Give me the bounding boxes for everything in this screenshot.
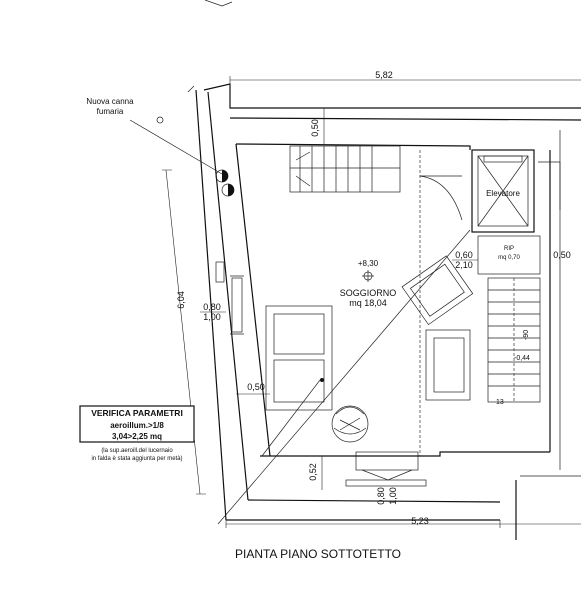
height-value: +8,30 bbox=[358, 259, 379, 268]
left-offset-dim: 0,50 bbox=[247, 382, 265, 392]
room-area: mq 18,04 bbox=[349, 298, 387, 308]
chimney-label-2: fumaria bbox=[97, 107, 124, 116]
right-stair: 13 -0,44 -90 bbox=[487, 277, 541, 406]
elevator: Elevatore bbox=[471, 149, 535, 233]
west-window-height: 1,00 bbox=[203, 312, 221, 322]
sofa-left bbox=[265, 305, 333, 411]
east-window-height: 2,10 bbox=[455, 260, 473, 270]
west-window-width: 0,80 bbox=[203, 302, 221, 312]
corner-tick bbox=[187, 85, 195, 93]
sofa-right bbox=[425, 329, 471, 401]
east-window-width: 0,60 bbox=[455, 250, 473, 260]
closet-label: RIP bbox=[504, 246, 514, 252]
verification-line-1: aeroillum.>1/8 bbox=[110, 421, 164, 430]
stair-offset-a: -90 bbox=[523, 330, 530, 340]
verification-box: VERIFICA PARAMETRI aeroillum.>1/8 3,04>2… bbox=[79, 405, 195, 443]
south-wall-inner bbox=[247, 499, 501, 503]
skylight bbox=[345, 451, 427, 487]
verification-note-2: in falda è stata aggiunta per metà) bbox=[91, 456, 182, 462]
top-width-dim-line bbox=[229, 76, 581, 86]
armchair bbox=[401, 255, 474, 326]
closet-area: mq 0,70 bbox=[498, 255, 520, 261]
north-wall bbox=[203, 83, 581, 109]
plant bbox=[331, 405, 369, 443]
stair-offset-b: -0,44 bbox=[514, 355, 530, 362]
skylight-height: 1,00 bbox=[388, 487, 398, 505]
cropped-top-mark bbox=[204, 0, 233, 7]
west-window bbox=[215, 261, 244, 335]
verification-title: VERIFICA PARAMETRI bbox=[91, 408, 183, 418]
top-offset-dim: 0,50 bbox=[310, 119, 320, 137]
diagonal-leader bbox=[261, 379, 321, 457]
bottom-width-dim: 5,23 bbox=[411, 516, 429, 526]
east-door-frame bbox=[538, 161, 561, 210]
skylight-width: 0,80 bbox=[376, 487, 386, 505]
west-wall-inner bbox=[207, 91, 249, 501]
left-height-dim-line bbox=[162, 169, 206, 495]
diagonal-section-line bbox=[217, 229, 471, 525]
plan-title: PIANTA PIANO SOTTOTETTO bbox=[235, 547, 401, 561]
elevator-label: Elevatore bbox=[486, 189, 520, 198]
chimney-label-1: Nuova canna bbox=[86, 97, 134, 106]
leader-dot bbox=[156, 116, 164, 124]
room-name: SOGGIORNO bbox=[340, 288, 397, 298]
height-marker bbox=[362, 270, 374, 282]
right-offset-dim: 0,50 bbox=[553, 250, 571, 260]
room-west-edge bbox=[235, 143, 271, 457]
north-wall-inner bbox=[229, 117, 581, 121]
bottom-width-dim-line bbox=[225, 520, 581, 528]
top-stair bbox=[289, 145, 401, 193]
storage-closet: RIP mq 0,70 bbox=[477, 235, 541, 275]
door-swing-arc bbox=[419, 175, 463, 221]
top-width-dim: 5,82 bbox=[375, 70, 393, 80]
verification-line-2: 3,04>2,25 mq bbox=[112, 432, 162, 441]
chimney-flue bbox=[215, 169, 235, 197]
room-north-edge bbox=[235, 143, 471, 150]
left-height-dim: 6,04 bbox=[176, 291, 186, 309]
room-south-edge bbox=[260, 451, 550, 457]
stair-step-number: 13 bbox=[496, 399, 504, 406]
chimney-leader bbox=[129, 119, 223, 175]
verification-note-1: (la sup.aeroill.del lucernaio bbox=[101, 448, 173, 454]
bottom-offset-dim: 0,52 bbox=[308, 463, 318, 481]
